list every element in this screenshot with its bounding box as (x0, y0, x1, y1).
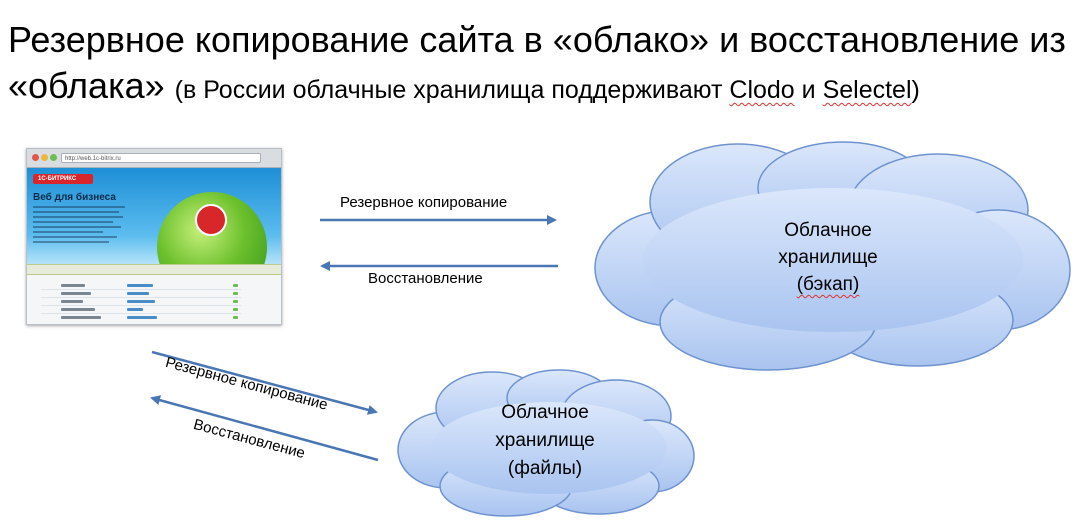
title-note: (в России облачные хранилища поддерживаю… (175, 76, 920, 104)
site-banner: 1С-БИТРИКС Веб для бизнеса (27, 168, 281, 264)
browser-toolbar: http://web.1c-bitrix.ru (27, 149, 281, 168)
cloud-files-icon (397, 369, 695, 517)
cloud-files-label-line1: Облачное (501, 402, 589, 423)
title-note-suffix: ) (911, 76, 920, 104)
brand-clodo: Clodo (729, 76, 795, 104)
brand-selectel: Selectel (822, 76, 912, 104)
site-ribbon (27, 264, 281, 275)
cloud-files: Облачное хранилище (файлы) (394, 368, 696, 518)
title-text-line2: «облака» (8, 65, 165, 106)
site-hero-text (33, 206, 133, 246)
event-badge-icon (195, 204, 227, 236)
title-text-line1: Резервное копирование сайта в «облако» и… (8, 19, 1066, 60)
cloud-backup-label-line1: Облачное (784, 220, 872, 241)
address-bar: http://web.1c-bitrix.ru (61, 153, 261, 163)
cloud-backup: Облачное хранилище (бэкап) (578, 140, 1078, 372)
arrow-top-forward-label: Резервное копирование (340, 194, 508, 211)
list-item (41, 305, 241, 306)
slide-title-line2: «облака» (в России облачные хранилища по… (8, 64, 1089, 112)
list-item (41, 297, 241, 298)
cloud-backup-label-line3: (бэкап) (796, 274, 860, 295)
site-logo-text: 1С-БИТРИКС (38, 176, 77, 182)
cloud-backup-icon (594, 141, 1071, 371)
cloud-files-label-line3: (файлы) (507, 458, 583, 479)
site-hero-title: Веб для бизнеса (33, 192, 116, 203)
close-dot-icon (32, 154, 39, 161)
minimize-dot-icon (41, 154, 48, 161)
cloud-files-label-line2: хранилище (495, 430, 595, 451)
arrow-bottom-forward (151, 350, 378, 415)
list-item (41, 289, 241, 290)
website-screenshot: http://web.1c-bitrix.ru 1С-БИТРИКС Веб д… (26, 148, 282, 325)
cloud-backup-label-line2: хранилище (778, 247, 878, 268)
slide-title-line1: Резервное копирование сайта в «облако» и… (8, 18, 1089, 62)
list-item (41, 313, 241, 314)
title-note-and: и (794, 76, 823, 104)
site-logo: 1С-БИТРИКС (33, 174, 93, 184)
arrow-top-back-label: Восстановление (368, 270, 483, 287)
zoom-dot-icon (50, 154, 57, 161)
arrow-bottom-back (150, 395, 379, 462)
title-note-prefix: (в России облачные хранилища поддерживаю… (174, 76, 730, 104)
